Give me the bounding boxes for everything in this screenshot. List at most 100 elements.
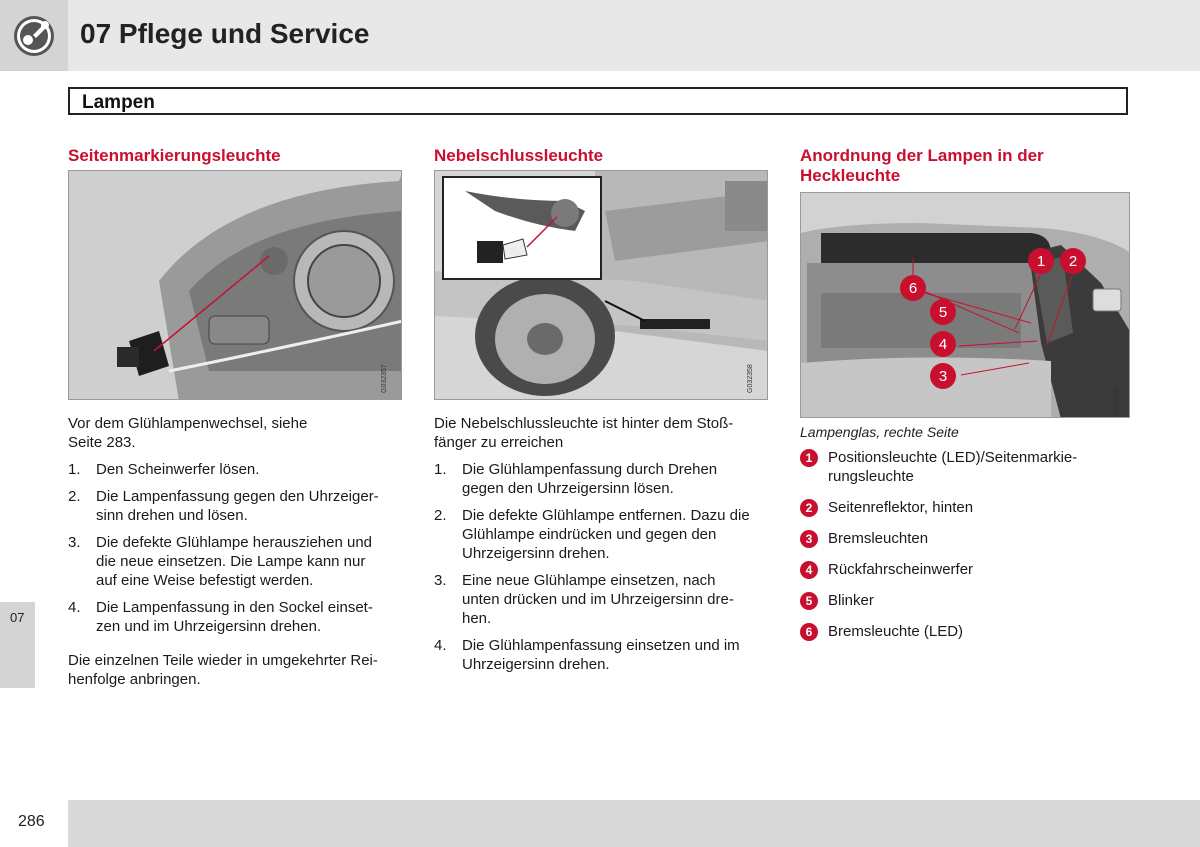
step-item: 1. Die Glühlampenfassung durch Drehen gege… (434, 460, 774, 498)
callout-5: 5 (930, 299, 956, 325)
col2-heading: Nebelschlussleuchte (434, 146, 604, 165)
chapter-title: 07 Pflege und Service (80, 18, 370, 49)
figure-code: G032357 (381, 364, 388, 393)
step-text: Die defekte Glühlampe entfernen. Dazu di… (462, 507, 750, 524)
step-text: zen und im Uhrzeigersinn drehen. (96, 618, 322, 635)
chapter-header: 07 Pflege und Service (0, 0, 1200, 71)
col1-outro-line: henfolge anbringen. (68, 671, 201, 688)
legend-text: Bremsleuchte (LED) (828, 623, 964, 640)
col2-intro-line: Die Nebelschlussleuchte ist hinter dem S… (434, 415, 734, 432)
col2-intro: Die Nebelschlussleuchte ist hinter dem S… (434, 414, 774, 452)
step-item: 4. Die Lampenfassung in den Sockel einset… (68, 598, 408, 636)
figure-caption: Lampenglas, rechte Seite (800, 424, 959, 440)
col1-steps: 1. Den Scheinwerfer lösen. 2. Die Lampenfa… (68, 460, 408, 644)
col1-intro: Vor dem Glühlampenwechsel, siehe Seite 2… (68, 414, 408, 452)
headlight-figure: G032357 (68, 170, 402, 400)
legend-item: 4 Rückfahrscheinwerfer (800, 560, 1120, 579)
svg-text:3: 3 (939, 368, 947, 385)
legend-item: 2 Seitenreflektor, hinten (800, 498, 1120, 517)
legend-text: Bremsleuchten (828, 530, 929, 547)
step-item: 3. Die defekte Glühlampe herausziehen und… (68, 533, 408, 590)
section-bar: Lampen (68, 87, 1128, 115)
step-item: 2. Die Lampenfassung gegen den Uhrzeiger-… (68, 487, 408, 525)
legend-badge: 1 (800, 449, 818, 467)
taillight-illustration: 1 2 3 4 5 6 (801, 193, 1129, 417)
col2-intro-line: fänger zu erreichen (434, 434, 564, 451)
legend-badge: 4 (800, 561, 818, 579)
step-number: 1. (68, 461, 81, 478)
legend-badge: 6 (800, 623, 818, 641)
svg-text:6: 6 (909, 280, 917, 297)
figure-code: G031939 (1113, 386, 1120, 415)
step-text: Den Scheinwerfer lösen. (96, 461, 260, 478)
legend-text: Rückfahrscheinwerfer (828, 561, 974, 578)
step-number: 1. (434, 461, 447, 478)
step-text: Die Lampenfassung gegen den Uhrzeiger- (96, 488, 379, 505)
chapter-side-tab: 07 (0, 602, 35, 688)
col2-steps: 1. Die Glühlampenfassung durch Drehen gege… (434, 460, 774, 682)
col3-heading-line: Anordnung der Lampen in der (800, 146, 1044, 165)
step-item: 2. Die defekte Glühlampe entfernen. Dazu … (434, 506, 774, 563)
legend-badge: 2 (800, 499, 818, 517)
step-number: 2. (434, 507, 447, 524)
step-item: 1. Den Scheinwerfer lösen. (68, 460, 408, 479)
lamp-legend: 1 Positionsleuchte (LED)/Seitenmarkie-run… (800, 448, 1120, 653)
col3-heading: Anordnung der Lampen in der Heckleuchte (800, 146, 1120, 186)
fog-light-figure: G032358 (434, 170, 768, 400)
step-text: Glühlampe eindrücken und gegen den (462, 526, 717, 543)
step-text: auf eine Weise befestigt werden. (96, 572, 314, 589)
legend-text: Blinker (828, 592, 874, 609)
step-text: hen. (462, 610, 492, 627)
step-text: Die defekte Glühlampe herausziehen und (96, 534, 373, 551)
col1-outro: Die einzelnen Teile wieder in umgekehrte… (68, 651, 408, 689)
step-item: 4.Die Glühlampenfassung einsetzen und im… (434, 636, 774, 674)
step-number: 4. (434, 637, 447, 654)
legend-item: 3 Bremsleuchten (800, 529, 1120, 548)
svg-text:2: 2 (1069, 253, 1077, 270)
svg-text:1: 1 (1037, 253, 1045, 270)
step-text: Uhrzeigersinn drehen. (462, 545, 610, 562)
col3-heading-line: Heckleuchte (800, 166, 901, 185)
legend-item: 6 Bremsleuchte (LED) (800, 622, 1120, 641)
step-text: Die Lampenfassung in den Sockel einset- (96, 599, 373, 616)
wrench-gear-icon (14, 16, 54, 56)
callout-1: 1 (1028, 248, 1054, 274)
legend-text: Seitenreflektor, hinten (828, 499, 974, 516)
legend-badge: 5 (800, 592, 818, 610)
page-number-box: 286 (0, 800, 68, 847)
step-text: die neue einsetzen. Die Lampe kann nur (96, 553, 366, 570)
step-text: sinn drehen und lösen. (96, 507, 248, 524)
legend-item: 5 Blinker (800, 591, 1120, 610)
page-footer: 286 (0, 800, 1200, 847)
step-number: 4. (68, 599, 81, 616)
page-number: 286 (18, 813, 45, 830)
callout-4: 4 (930, 331, 956, 357)
legend-item: 1 Positionsleuchte (LED)/Seitenmarkie-run… (800, 448, 1120, 486)
col1-intro-line: Seite 283. (68, 434, 136, 451)
callout-6: 6 (900, 275, 926, 301)
legend-text: rungsleuchte (828, 468, 914, 485)
chapter-tab-label: 07 (10, 610, 25, 625)
figure-code: G032358 (747, 364, 754, 393)
taillight-figure: 1 2 3 4 5 6 G031939 (800, 192, 1130, 418)
fog-light-illustration (435, 171, 767, 399)
svg-text:4: 4 (939, 336, 947, 353)
legend-text: Positionsleuchte (LED)/Seitenmarkie- (828, 449, 1078, 466)
col1-outro-line: Die einzelnen Teile wieder in umgekehrte… (68, 652, 378, 669)
step-text: Die Glühlampenfassung durch Drehen (462, 461, 718, 478)
section-title: Lampen (82, 92, 155, 113)
step-text: Uhrzeigersinn drehen. (462, 656, 610, 673)
step-number: 2. (68, 488, 81, 505)
chapter-icon-box (0, 0, 68, 71)
step-text: gegen den Uhrzeigersinn lösen. (462, 480, 674, 497)
col1-heading: Seitenmarkierungsleuchte (68, 146, 281, 165)
col1-intro-line: Vor dem Glühlampenwechsel, siehe (68, 415, 308, 432)
legend-badge: 3 (800, 530, 818, 548)
svg-text:5: 5 (939, 304, 947, 321)
step-text: unten drücken und im Uhrzeigersinn dre- (462, 591, 734, 608)
step-number: 3. (68, 534, 81, 551)
callout-2: 2 (1060, 248, 1086, 274)
headlight-illustration (69, 171, 401, 399)
step-number: 3. (434, 572, 447, 589)
